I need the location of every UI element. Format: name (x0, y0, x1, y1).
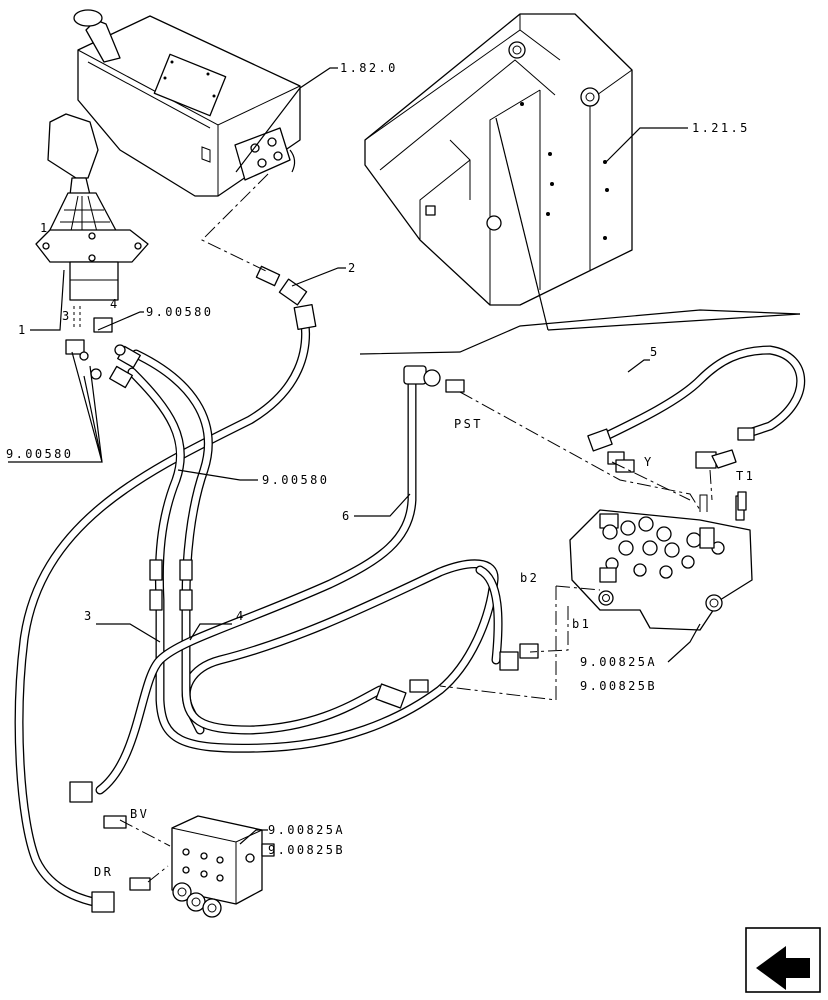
ref-label-900580-c: 9.00580 (262, 473, 329, 487)
port-label-bv: BV (130, 807, 149, 821)
leader-lines (8, 67, 801, 845)
hose-lines (14, 311, 806, 909)
item-label-3-top: 3 (62, 309, 72, 323)
port-label-y: Y (644, 455, 654, 469)
port-label-dr: DR (94, 865, 113, 879)
ref-label-900580-b: 9.00580 (6, 447, 73, 461)
item-label-3: 3 (84, 609, 94, 623)
ref-label-900825b-2: 9.00825B (268, 843, 345, 857)
dash-leaders (119, 173, 713, 883)
ref-label-1215: 1.21.5 (692, 121, 750, 135)
item-label-1: 1 (18, 323, 28, 337)
ref-label-900825b-1: 9.00825B (580, 679, 657, 693)
item-label-2: 2 (348, 261, 358, 275)
arrow-left-icon[interactable] (745, 927, 821, 993)
item-label-6: 6 (342, 509, 352, 523)
console-assembly (73, 9, 301, 197)
ref-label-900580-a: 9.00580 (146, 305, 213, 319)
port-label-b1: b1 (572, 617, 591, 631)
item-label-4-top: 4 (110, 297, 120, 311)
callout-labels: 1.82.0 1.21.5 2 1 1 3 4 9.00580 9.00580 … (6, 61, 755, 879)
fittings (65, 265, 755, 913)
joystick-assembly (35, 113, 149, 330)
port-label-t1: T1 (736, 469, 755, 483)
loader-frame (364, 13, 633, 306)
ref-label-1820: 1.82.0 (340, 61, 398, 75)
control-valve-block (569, 494, 753, 631)
ref-label-900825a-2: 9.00825A (268, 823, 345, 837)
port-label-b2: b2 (520, 571, 539, 585)
port-label-pst: PST (454, 417, 483, 431)
item-label-5: 5 (650, 345, 660, 359)
ref-label-900825a-1: 9.00825A (580, 655, 657, 669)
item-label-4: 4 (236, 609, 246, 623)
item-label-1-top: 1 (40, 221, 50, 235)
lower-valve-block (171, 815, 275, 918)
